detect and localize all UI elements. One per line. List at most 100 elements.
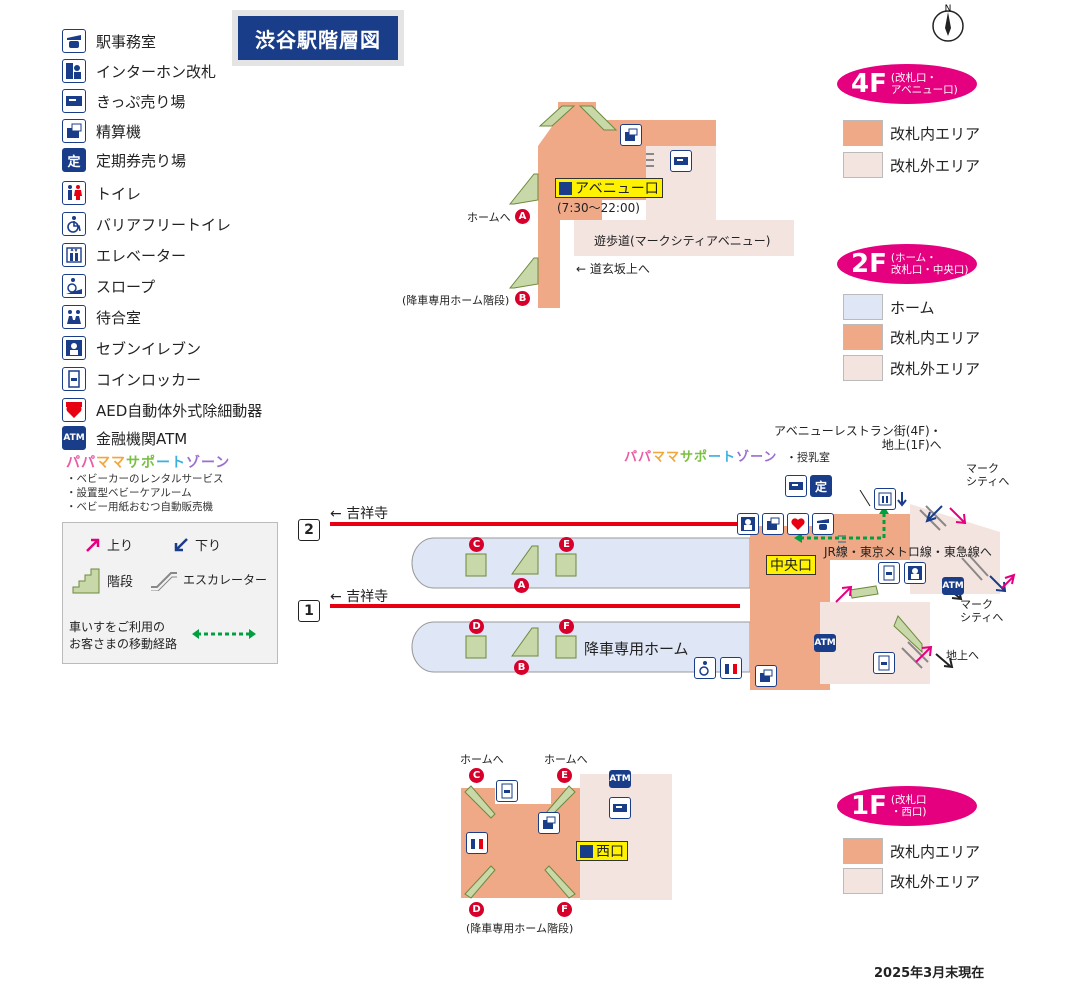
legend-label: セブンイレブン — [96, 339, 202, 358]
jr-lines-label: JR線・東京メトロ線・東急線へ — [824, 545, 992, 559]
swatch-2f-inside — [843, 324, 883, 350]
north-compass-icon: N — [932, 4, 964, 42]
legend-label: きっぷ売り場 — [96, 92, 186, 111]
toilet-icon — [720, 657, 742, 679]
legend-label: 駅事務室 — [96, 32, 157, 51]
fare-adjust-icon — [620, 124, 642, 146]
accessible-toilet-icon — [694, 657, 716, 679]
atm-icon: ATM — [62, 426, 86, 450]
swatch-label: ホーム — [890, 299, 935, 317]
down-arrow-icon — [174, 538, 188, 552]
floor-badge-4f: 4F (改札口・ アベニュー口) — [837, 64, 977, 104]
direction-kichijoji-1: ← 吉祥寺 — [330, 589, 389, 605]
avenue-gate-hours: (7:30〜22:00) — [557, 201, 640, 215]
exit-marker-a: A — [515, 209, 530, 224]
intercom-gate-icon — [62, 59, 86, 83]
ticket-icon — [609, 797, 631, 819]
legend-label: バリアフリートイレ — [96, 215, 232, 234]
legend-item: 駅事務室 — [62, 28, 156, 54]
exit-marker-d: D — [469, 902, 484, 917]
atm-icon: ATM — [609, 770, 631, 788]
papamama-item: ・ベビーカーのレンタルサービス — [66, 473, 224, 485]
coin-locker-icon — [878, 562, 900, 584]
floor-label: 1F — [851, 791, 887, 821]
key-stairs-label: 階段 — [107, 575, 134, 590]
legend-label: 待合室 — [96, 308, 142, 327]
track-number-1: 1 — [298, 600, 320, 622]
escalator-icon — [151, 572, 177, 591]
floor-badge-2f: 2F (ホーム・ 改札口・中央口) — [837, 244, 977, 284]
exit-marker-e: E — [559, 537, 574, 552]
legend-label: コインロッカー — [96, 370, 202, 389]
north-label: N — [945, 4, 952, 14]
papamama-item: ・設置型ベビーケアルーム — [66, 487, 192, 499]
up-arrow-icon — [86, 538, 100, 552]
swatch-1f-outside — [843, 868, 883, 894]
avenue-restaurant-label: アベニューレストラン街(4F)・ 地上(1F)へ — [774, 424, 942, 452]
floor-sublabel: (改札口 ・西口) — [890, 794, 927, 818]
floor-label: 4F — [851, 69, 887, 99]
exit-marker-f: F — [559, 619, 574, 634]
legend-item: バリアフリートイレ — [62, 211, 231, 237]
legend-label: AED自動体外式除細動器 — [96, 401, 263, 420]
fare-adjust-icon — [538, 812, 560, 834]
key-box: 上り 下り 階段 エスカレーター 車いすをご利用の お客さまの移動経路 — [62, 522, 278, 664]
key-down-label: 下り — [195, 539, 222, 554]
legend-item: スロープ — [62, 273, 155, 299]
ticket-icon — [670, 150, 692, 172]
kousha-stairs-label: (降車専用ホーム階段) — [466, 922, 574, 935]
exit-marker-b: B — [515, 291, 530, 306]
to-home-label: ホームへ — [544, 753, 588, 766]
exit-marker-a: A — [514, 578, 529, 593]
west-gate-label: 西口 — [576, 841, 628, 861]
waiting-room-icon — [62, 305, 86, 329]
title-box: 渋谷駅階層図 — [232, 10, 404, 66]
atm-icon: ATM — [814, 634, 836, 652]
wheelchair-route-arrow-icon — [192, 629, 256, 639]
aed-icon — [787, 513, 809, 535]
legend-label: 精算機 — [96, 122, 142, 141]
legend-item: きっぷ売り場 — [62, 88, 185, 114]
map-1f — [461, 774, 672, 900]
nursing-room-label: ・授乳室 — [786, 451, 830, 464]
map-4f — [508, 102, 794, 308]
legend-item: 待合室 — [62, 304, 141, 330]
swatch-label: 改札外エリア — [890, 360, 981, 378]
floor-label: 2F — [851, 249, 887, 279]
accessible-toilet-icon — [62, 212, 86, 236]
legend-item: トイレ — [62, 180, 141, 206]
direction-kichijoji-2: ← 吉祥寺 — [330, 506, 389, 522]
swatch-label: 改札内エリア — [890, 329, 981, 347]
papamama-list: ・ベビーカーのレンタルサービス ・設置型ベビーケアルーム ・ベビー用紙おむつ自動… — [66, 472, 224, 514]
seven-eleven-icon — [904, 562, 926, 584]
key-escalator-label: エスカレーター — [183, 573, 268, 587]
elevator-icon — [874, 488, 896, 510]
fare-adjust-icon — [762, 513, 784, 535]
papamama-zone-map: パパママサポートゾーン — [624, 450, 778, 465]
legend-item: 定定期券売り場 — [62, 147, 186, 173]
commuter-pass-icon: 定 — [810, 475, 832, 497]
atm-icon: ATM — [942, 577, 964, 595]
aed-icon — [62, 398, 86, 422]
seven-eleven-icon — [737, 513, 759, 535]
swatch-4f-inside — [843, 120, 883, 146]
legend-item: セブンイレブン — [62, 335, 201, 361]
seven-eleven-icon — [62, 336, 86, 360]
central-gate-label: 中央口 — [766, 555, 816, 575]
mark-city-label-2: マーク シティへ — [960, 598, 1004, 624]
station-office-icon — [812, 513, 834, 535]
swatch-1f-inside — [843, 838, 883, 864]
legend-item: エレベーター — [62, 242, 186, 268]
commuter-pass-icon: 定 — [62, 148, 86, 172]
swatch-label: 改札外エリア — [890, 873, 981, 891]
fare-adjust-icon — [755, 665, 777, 687]
station-office-icon — [62, 29, 86, 53]
toilet-icon — [466, 832, 488, 854]
avenue-gate-label: アベニュー口 — [555, 178, 663, 198]
floor-badge-1f: 1F (改札口 ・西口) — [837, 786, 977, 826]
legend-label: 定期券売り場 — [96, 151, 187, 170]
legend-label: トイレ — [96, 184, 142, 203]
key-wheelchair-route-label: 車いすをご利用の お客さまの移動経路 — [69, 620, 178, 651]
map-2f — [330, 490, 1016, 690]
